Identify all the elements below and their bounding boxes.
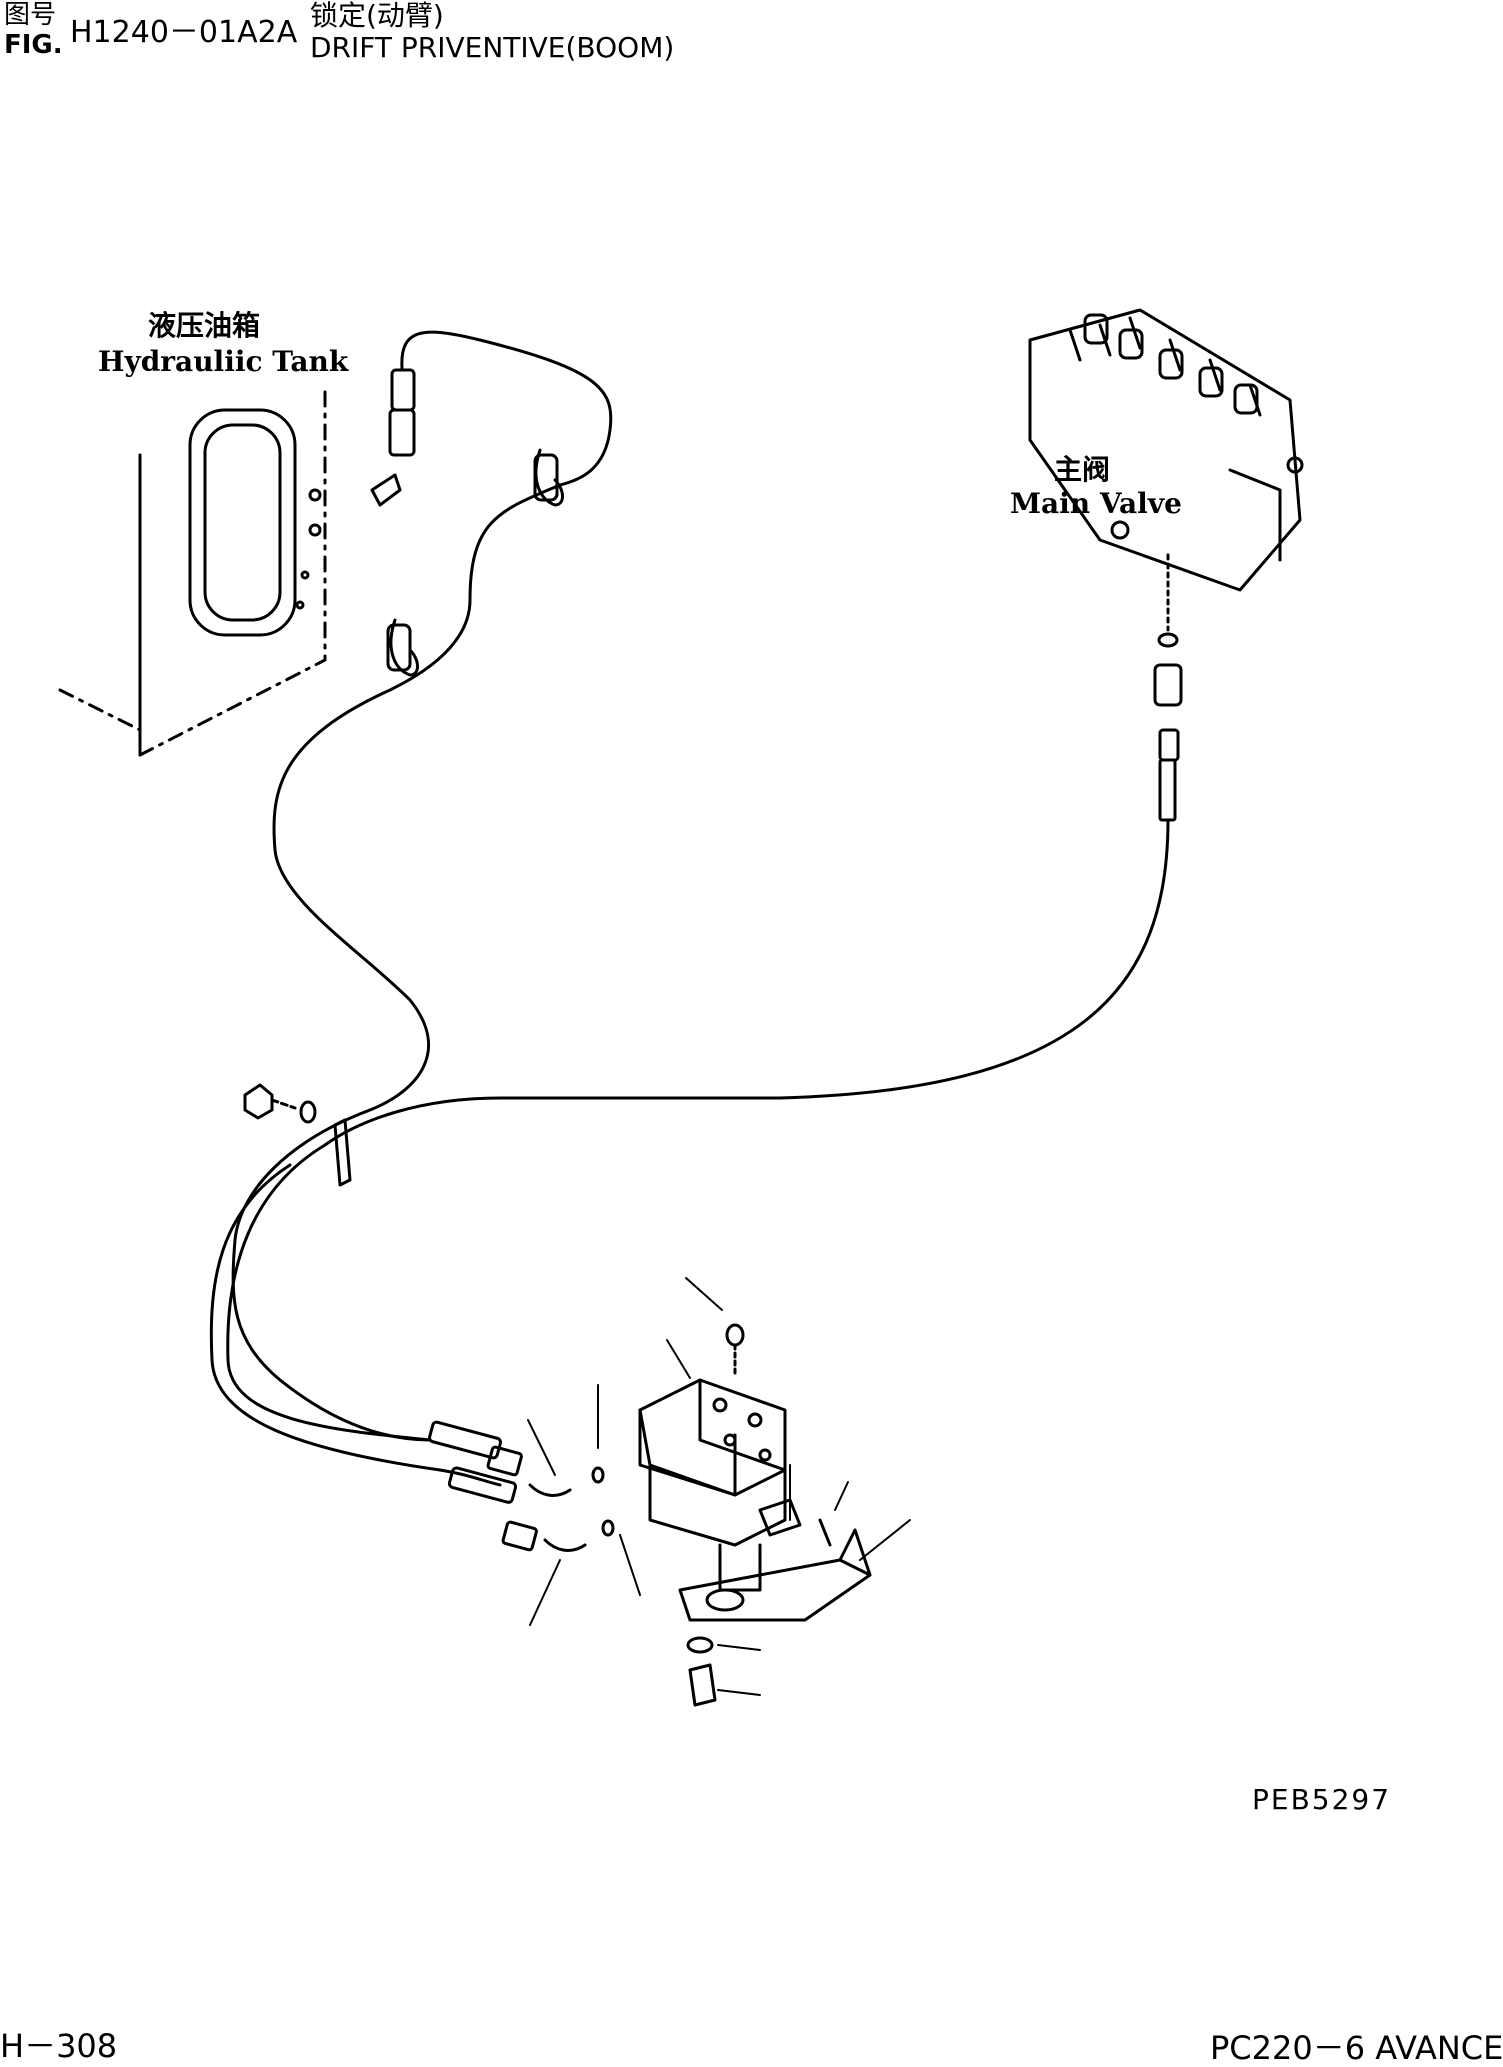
valve-label-en: Main Valve (1010, 487, 1182, 520)
drift-preventive-valve (638, 1323, 787, 1592)
model-name: PC220－6 AVANCE (1210, 2029, 1503, 2067)
reference-code: PEB5297 (1252, 1783, 1392, 1816)
main-valve (1028, 308, 1304, 592)
fig-label-cn: 图号 (4, 0, 57, 30)
tank-label-en: Hydrauliic Tank (98, 345, 349, 378)
hydraulic-tank (58, 388, 327, 757)
valve-hose (226, 553, 1183, 1442)
title-en: DRIFT PRIVENTIVE(BOOM) (310, 31, 675, 64)
page-number: H－308 (0, 2027, 118, 2065)
lower-hose-ends (428, 1420, 615, 1552)
leader-lines (527, 1277, 911, 1696)
title-cn: 锁定(动臂) (310, 0, 444, 32)
tank-hose (209, 330, 613, 1487)
mount-bracket (678, 1498, 872, 1707)
fig-number: H1240－01A2A (70, 15, 298, 50)
valve-label-cn: 主阀 (1054, 453, 1111, 486)
tank-label-cn: 液压油箱 (148, 309, 261, 342)
fig-label-en: FIG. (4, 30, 63, 60)
clamp-bolt (243, 1083, 352, 1187)
